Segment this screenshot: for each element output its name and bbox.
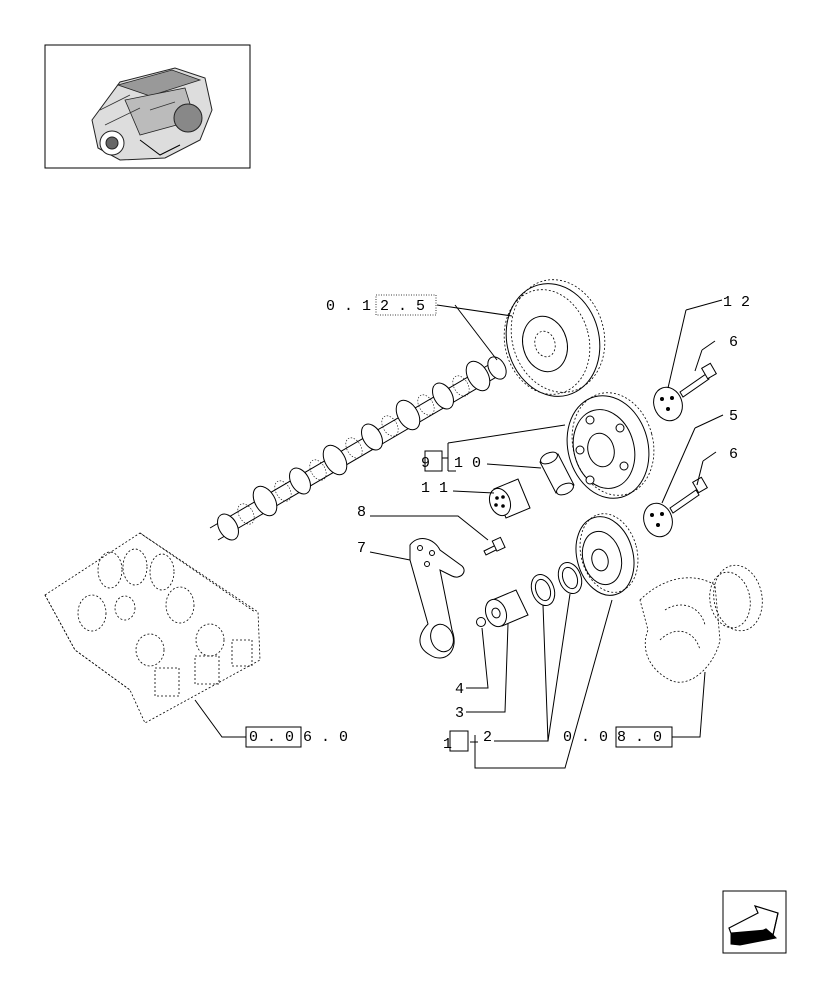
callout-3[interactable]: 3 <box>455 705 464 722</box>
callout-7[interactable]: 7 <box>357 540 366 557</box>
ref-camshaft-label[interactable]: 0 . 1 2 . 5 <box>326 298 425 315</box>
bolt[interactable] <box>483 536 506 556</box>
engine-thumbnail[interactable] <box>44 44 251 169</box>
callout-10[interactable]: 1 0 <box>454 455 481 472</box>
lower-idler-gear[interactable] <box>568 507 647 602</box>
gear-hub[interactable] <box>482 589 529 630</box>
thrust-plate-lower[interactable] <box>639 499 677 541</box>
ball[interactable] <box>476 617 486 627</box>
screw-upper[interactable] <box>679 362 718 398</box>
leader-lines <box>194 299 724 769</box>
callout-2[interactable]: 2 <box>483 729 492 746</box>
callout-5[interactable]: 5 <box>729 408 738 425</box>
idler-hub[interactable] <box>486 478 531 519</box>
ref-cylinder-block-label[interactable]: 0 . 0 6 . 0 <box>249 729 348 746</box>
next-page-arrow-button[interactable] <box>722 890 787 954</box>
bracket[interactable] <box>409 538 465 659</box>
callout-9[interactable]: 9 <box>421 455 430 472</box>
cylinder-block-reference[interactable] <box>44 532 261 724</box>
bushing-pair[interactable] <box>527 559 586 609</box>
callout-8[interactable]: 8 <box>357 504 366 521</box>
callout-4[interactable]: 4 <box>455 681 464 698</box>
callout-12[interactable]: 1 2 <box>723 294 750 311</box>
callout-11[interactable]: 1 1 <box>421 480 448 497</box>
thrust-plate-upper[interactable] <box>649 383 687 425</box>
callout-1[interactable]: 1 <box>443 736 452 753</box>
camshaft-gear[interactable] <box>493 269 617 407</box>
label-boxes <box>245 294 673 752</box>
callout-labels: 0 . 1 2 . 5 1 2 6 5 6 9 1 0 1 1 8 7 4 3 … <box>249 294 750 753</box>
crankshaft-reference[interactable] <box>639 561 767 683</box>
idler-gear[interactable] <box>556 383 665 507</box>
bushing[interactable] <box>539 450 576 498</box>
ref-crankshaft-label[interactable]: 0 . 0 8 . 0 <box>563 729 662 746</box>
camshaft[interactable] <box>209 354 510 544</box>
screw-lower[interactable] <box>669 476 709 514</box>
callout-6-lower[interactable]: 6 <box>729 446 738 463</box>
callout-6-upper[interactable]: 6 <box>729 334 738 351</box>
